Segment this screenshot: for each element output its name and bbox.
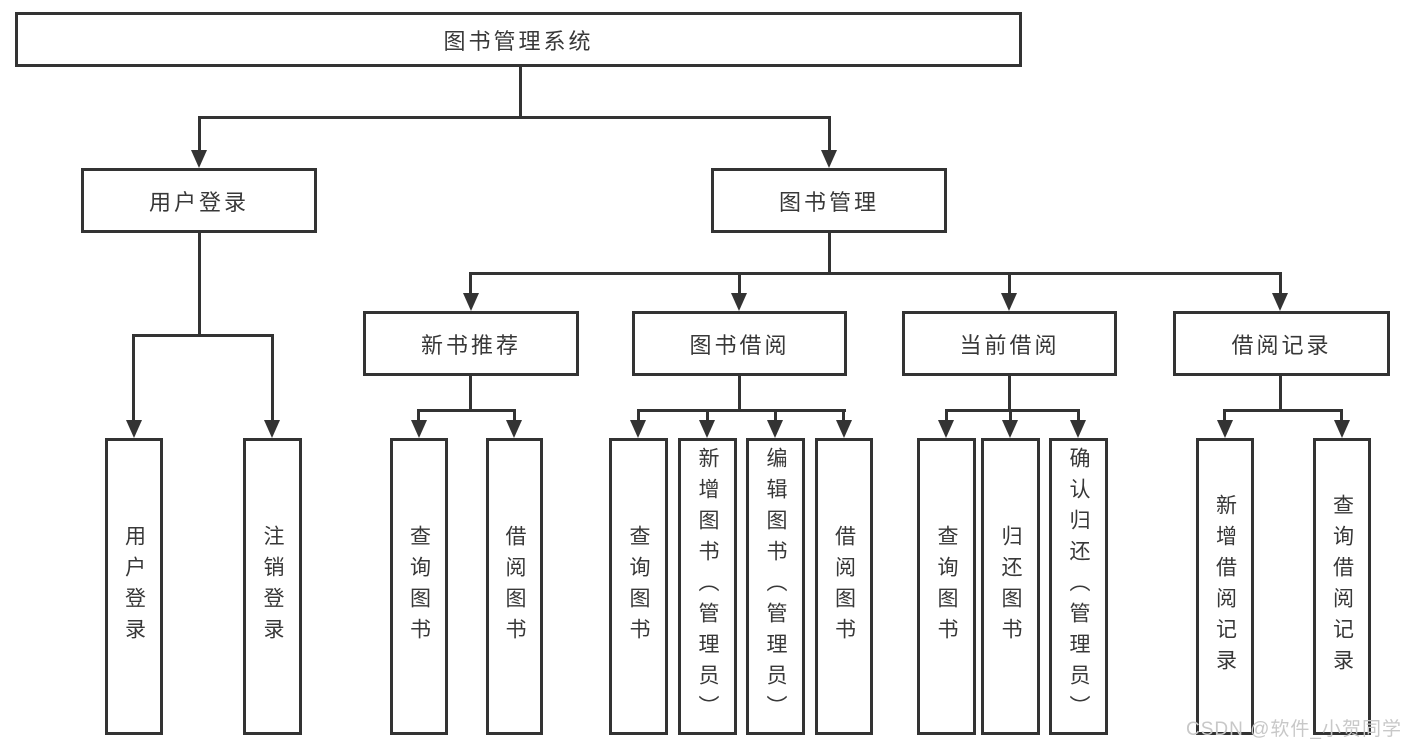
- node-label: 查询图书: [407, 524, 431, 649]
- arrow-down-icon: [506, 420, 522, 438]
- connector-line: [945, 409, 948, 422]
- arrow-down-icon: [699, 420, 715, 438]
- node-label: 借阅图书: [832, 524, 856, 649]
- connector-line: [1223, 409, 1226, 422]
- connector-line: [828, 233, 831, 272]
- node-book-management-system: 图书管理系统: [15, 12, 1022, 67]
- connector-line: [513, 409, 516, 422]
- connector-line: [1008, 376, 1011, 409]
- arrow-down-icon: [938, 420, 954, 438]
- node-user-login: 用户登录: [81, 168, 317, 233]
- node-search-books-current: 查询图书: [917, 438, 976, 735]
- node-edit-books-admin: 编辑图书（管理员）: [746, 438, 805, 735]
- node-borrow-books-recommend: 借阅图书: [486, 438, 543, 735]
- node-add-borrow-record: 新增借阅记录: [1196, 438, 1254, 735]
- node-label: 新增借阅记录: [1213, 493, 1237, 680]
- arrow-down-icon: [264, 420, 280, 438]
- node-label: 借阅图书: [503, 524, 526, 649]
- node-label: 借阅记录: [1231, 332, 1332, 358]
- node-label: 查询图书: [627, 524, 650, 649]
- node-label: 确认归还（管理员）: [1067, 447, 1090, 726]
- node-label: 图书借阅: [689, 332, 790, 358]
- arrow-down-icon: [1217, 420, 1233, 438]
- arrow-down-icon: [1272, 293, 1288, 311]
- connector-line: [417, 409, 516, 412]
- node-label: 注销登录: [261, 524, 284, 649]
- connector-line: [945, 409, 1080, 412]
- node-book-borrowing: 图书借阅: [632, 311, 847, 376]
- node-search-borrow-record: 查询借阅记录: [1313, 438, 1371, 735]
- connector-line: [417, 409, 420, 422]
- arrow-down-icon: [821, 150, 837, 168]
- node-add-books-admin: 新增图书（管理员）: [678, 438, 737, 735]
- connector-line: [1008, 272, 1011, 293]
- connector-line: [469, 376, 472, 409]
- arrow-down-icon: [1002, 420, 1018, 438]
- connector-line: [1009, 409, 1012, 422]
- connector-line: [738, 376, 741, 409]
- connector-line: [469, 272, 1282, 275]
- connector-line: [828, 116, 831, 152]
- arrow-down-icon: [767, 420, 783, 438]
- node-label: 查询图书: [935, 524, 958, 649]
- connector-line: [738, 272, 741, 293]
- connector-line: [637, 409, 640, 422]
- node-current-borrowing: 当前借阅: [902, 311, 1117, 376]
- arrow-down-icon: [1070, 420, 1086, 438]
- node-label: 图书管理: [778, 189, 879, 215]
- node-search-books-borrowing: 查询图书: [609, 438, 668, 735]
- connector-line: [706, 409, 709, 422]
- connector-line: [774, 409, 777, 422]
- node-search-books-recommend: 查询图书: [390, 438, 448, 735]
- node-confirm-return-admin: 确认归还（管理员）: [1049, 438, 1108, 735]
- node-label: 当前借阅: [959, 332, 1060, 358]
- connector-line: [1279, 376, 1282, 409]
- connector-line: [1340, 409, 1343, 422]
- arrow-down-icon: [630, 420, 646, 438]
- connector-line: [1279, 272, 1282, 293]
- connector-line: [132, 334, 274, 337]
- node-label: 编辑图书（管理员）: [764, 447, 787, 726]
- csdn-watermark: CSDN @软件_小贺同学: [1186, 719, 1402, 740]
- arrow-down-icon: [1001, 293, 1017, 311]
- node-logout: 注销登录: [243, 438, 302, 735]
- connector-line: [1077, 409, 1080, 422]
- node-label: 归还图书: [999, 524, 1022, 649]
- node-label: 新增图书（管理员）: [696, 447, 719, 726]
- node-borrowing-records: 借阅记录: [1173, 311, 1390, 376]
- node-label: 查询借阅记录: [1330, 493, 1354, 680]
- node-user-login-leaf: 用户登录: [105, 438, 163, 735]
- node-label: 用户登录: [122, 524, 146, 649]
- connector-line: [198, 116, 201, 152]
- connector-line: [519, 67, 522, 116]
- node-book-management: 图书管理: [711, 168, 947, 233]
- arrow-down-icon: [731, 293, 747, 311]
- arrow-down-icon: [836, 420, 852, 438]
- connector-line: [637, 409, 846, 412]
- arrow-down-icon: [463, 293, 479, 311]
- connector-line: [198, 116, 831, 119]
- connector-line: [1223, 409, 1343, 412]
- node-new-book-recommendation: 新书推荐: [363, 311, 579, 376]
- node-return-books: 归还图书: [981, 438, 1040, 735]
- connector-line: [469, 272, 472, 293]
- connector-line: [132, 334, 135, 420]
- arrow-down-icon: [126, 420, 142, 438]
- node-label: 新书推荐: [420, 332, 521, 358]
- arrow-down-icon: [411, 420, 427, 438]
- arrow-down-icon: [1334, 420, 1350, 438]
- connector-line: [842, 409, 845, 422]
- connector-line: [271, 334, 274, 420]
- node-borrow-books-borrowing: 借阅图书: [815, 438, 873, 735]
- node-label: 图书管理系统: [443, 28, 594, 54]
- connector-line: [198, 233, 201, 334]
- node-label: 用户登录: [148, 189, 249, 215]
- arrow-down-icon: [191, 150, 207, 168]
